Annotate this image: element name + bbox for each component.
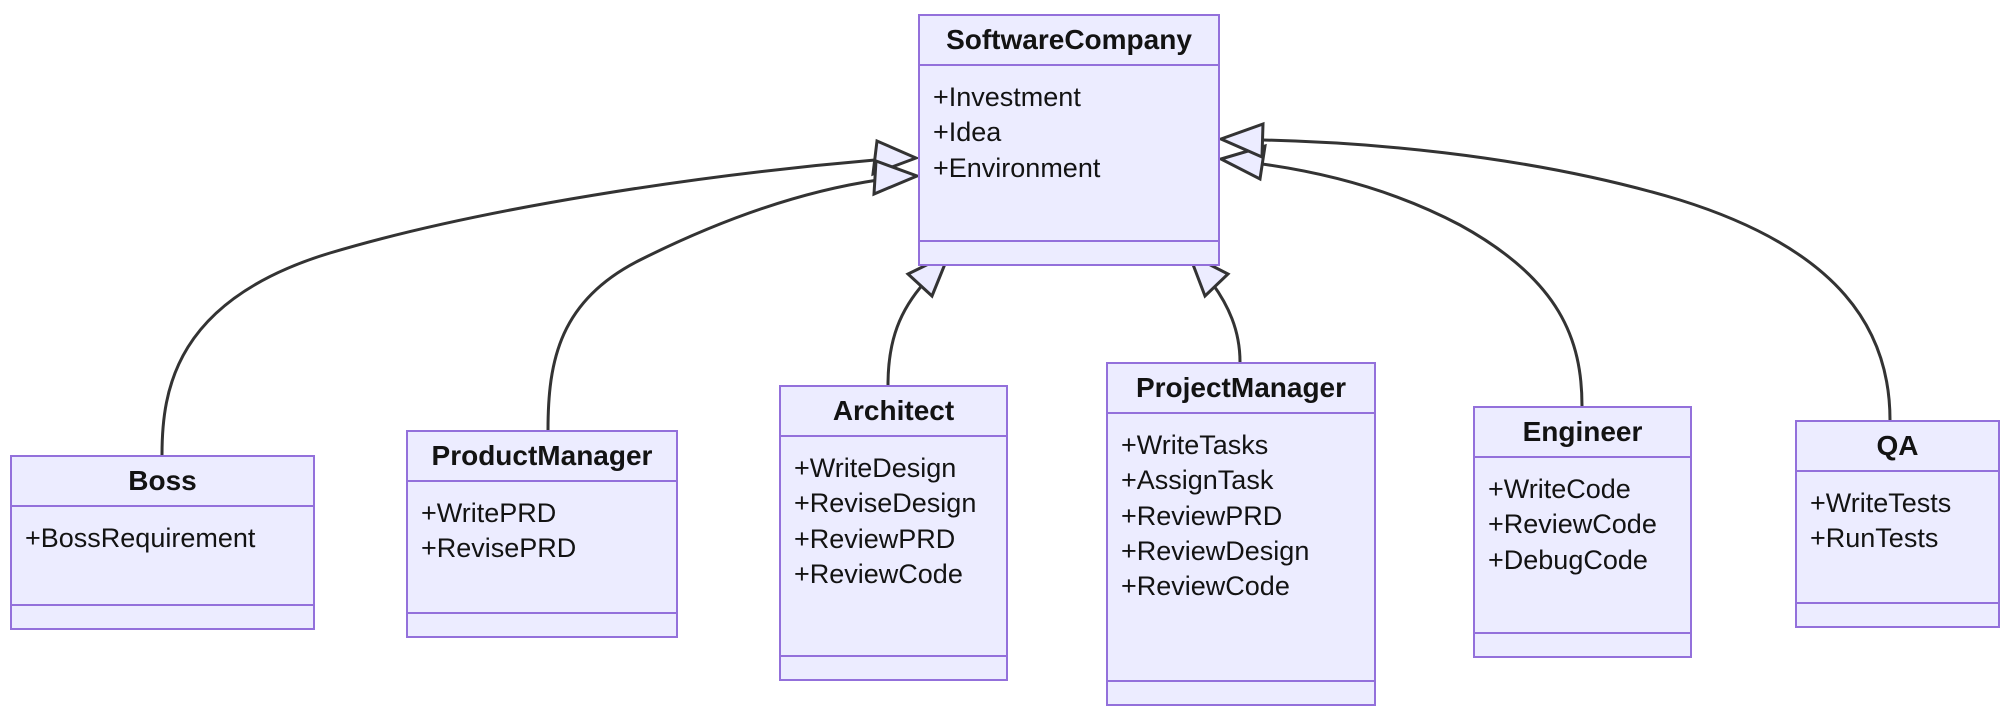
- attribute-item: +Environment: [933, 152, 1101, 183]
- class-box-engineer[interactable]: Engineer +WriteCode +ReviewCode +DebugCo…: [1473, 406, 1692, 658]
- class-box-architect[interactable]: Architect +WriteDesign +ReviseDesign +Re…: [779, 385, 1008, 681]
- class-attributes-productmanager: +WritePRD +RevisePRD: [408, 482, 676, 614]
- attribute-item: +WriteCode: [1488, 474, 1631, 505]
- attribute-item: +Idea: [933, 117, 1002, 148]
- class-box-productmanager[interactable]: ProductManager +WritePRD +RevisePRD: [406, 430, 678, 638]
- attribute-item: +ReviewCode: [794, 558, 963, 589]
- arrowhead-qa: [1216, 121, 1265, 160]
- arrowhead-engineer: [1216, 143, 1267, 182]
- attribute-item: +WriteTasks: [1121, 430, 1269, 461]
- class-box-projectmanager[interactable]: ProjectManager +WriteTasks +AssignTask +…: [1106, 362, 1376, 706]
- class-methods-architect: [781, 657, 1006, 679]
- attribute-item: +WriteTests: [1810, 488, 1952, 519]
- attribute-item: +WritePRD: [421, 498, 557, 529]
- attribute-item: +ReviewPRD: [794, 523, 956, 554]
- edge-boss-to-softwarecompany: [160, 158, 876, 456]
- class-title-architect: Architect: [781, 387, 1006, 438]
- class-methods-engineer: [1475, 634, 1690, 656]
- class-attributes-projectmanager: +WriteTasks +AssignTask +ReviewPRD +Revi…: [1108, 414, 1374, 682]
- arrowhead-productmanager: [872, 158, 922, 197]
- class-title-softwarecompany: SoftwareCompany: [920, 16, 1218, 67]
- attribute-item: +ReviewPRD: [1121, 500, 1283, 531]
- class-title-boss: Boss: [12, 457, 313, 508]
- class-methods-softwarecompany: [920, 242, 1218, 264]
- attribute-item: +ReviseDesign: [794, 488, 977, 519]
- class-methods-qa: [1797, 604, 1998, 626]
- arrowhead-boss: [871, 138, 921, 177]
- class-attributes-qa: +WriteTests +RunTests: [1797, 472, 1998, 604]
- class-methods-boss: [12, 606, 313, 628]
- class-title-projectmanager: ProjectManager: [1108, 364, 1374, 415]
- attribute-item: +WriteDesign: [794, 453, 957, 484]
- class-attributes-boss: +BossRequirement: [12, 507, 313, 606]
- class-box-qa[interactable]: QA +WriteTests +RunTests: [1795, 420, 2000, 628]
- class-attributes-engineer: +WriteCode +ReviewCode +DebugCode: [1475, 458, 1690, 634]
- class-title-qa: QA: [1797, 422, 1998, 473]
- edge-architect-to-softwarecompany: [886, 281, 927, 386]
- class-title-productmanager: ProductManager: [408, 432, 676, 483]
- attribute-item: +DebugCode: [1488, 544, 1648, 575]
- attribute-item: +Investment: [933, 82, 1081, 113]
- attribute-item: +BossRequirement: [25, 523, 256, 554]
- attribute-item: +AssignTask: [1121, 465, 1274, 496]
- class-attributes-softwarecompany: +Investment +Idea +Environment: [920, 66, 1218, 242]
- attribute-item: +RevisePRD: [421, 533, 577, 564]
- class-box-boss[interactable]: Boss +BossRequirement: [10, 455, 315, 630]
- edge-projectmanager-to-softwarecompany: [1210, 282, 1242, 363]
- class-box-softwarecompany[interactable]: SoftwareCompany +Investment +Idea +Envir…: [918, 14, 1220, 266]
- attribute-item: +ReviewCode: [1121, 570, 1290, 601]
- attribute-item: +ReviewCode: [1488, 509, 1657, 540]
- class-methods-productmanager: [408, 614, 676, 636]
- class-attributes-architect: +WriteDesign +ReviseDesign +ReviewPRD +R…: [781, 437, 1006, 657]
- attribute-item: +RunTests: [1810, 523, 1939, 554]
- class-title-engineer: Engineer: [1475, 408, 1690, 459]
- class-methods-projectmanager: [1108, 682, 1374, 704]
- attribute-item: +ReviewDesign: [1121, 535, 1310, 566]
